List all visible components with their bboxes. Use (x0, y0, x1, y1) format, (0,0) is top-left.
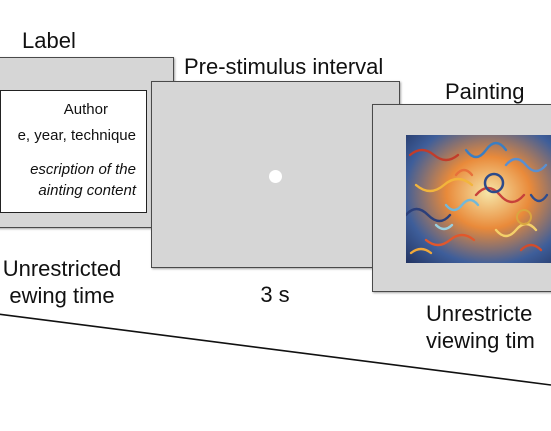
prestimulus-screen (151, 81, 400, 268)
card-description-line2: ainting content (38, 182, 136, 199)
prestimulus-caption: 3 s (260, 282, 290, 307)
painting-caption-line1: Unrestricte (426, 301, 533, 326)
painting-screen (372, 104, 551, 292)
card-author: Author (63, 101, 108, 118)
painting-image (406, 135, 551, 263)
card-details: e, year, technique (17, 127, 136, 144)
painting-caption-line2: viewing tim (426, 328, 535, 353)
label-caption-line2: ewing time (9, 283, 115, 308)
card-description-line1: escription of the (30, 161, 136, 178)
label-card: Author e, year, technique escription of … (0, 90, 147, 213)
prestimulus-panel-title: Pre-stimulus interval (184, 54, 384, 79)
painting-caption: Unrestricte viewing tim (426, 300, 551, 354)
label-panel-title: Label (22, 28, 76, 53)
painting-panel-title: Painting (445, 79, 525, 104)
fixation-dot (269, 170, 282, 183)
label-caption: Unrestricted ewing time (0, 255, 132, 309)
label-screen: Author e, year, technique escription of … (0, 57, 174, 228)
label-caption-line1: Unrestricted (2, 256, 122, 281)
